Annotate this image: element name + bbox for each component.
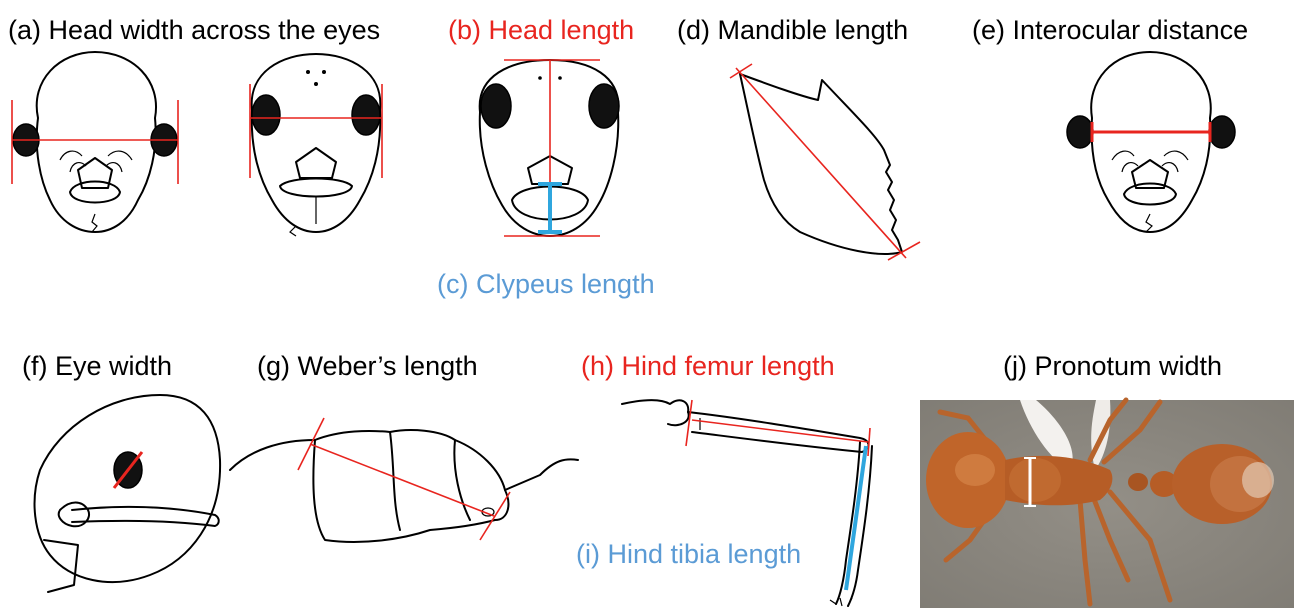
head-diagram-a1 bbox=[12, 52, 178, 232]
head-diagram-b bbox=[480, 60, 619, 236]
head-diagram-e bbox=[1067, 52, 1235, 232]
hind-leg-diagram bbox=[622, 400, 872, 606]
mesosoma-diagram-g bbox=[230, 418, 578, 542]
mandible-diagram bbox=[730, 64, 920, 260]
head-diagram-a2 bbox=[250, 54, 382, 236]
ant-specimen-photo bbox=[920, 400, 1294, 608]
head-lateral-diagram-f bbox=[35, 395, 221, 592]
